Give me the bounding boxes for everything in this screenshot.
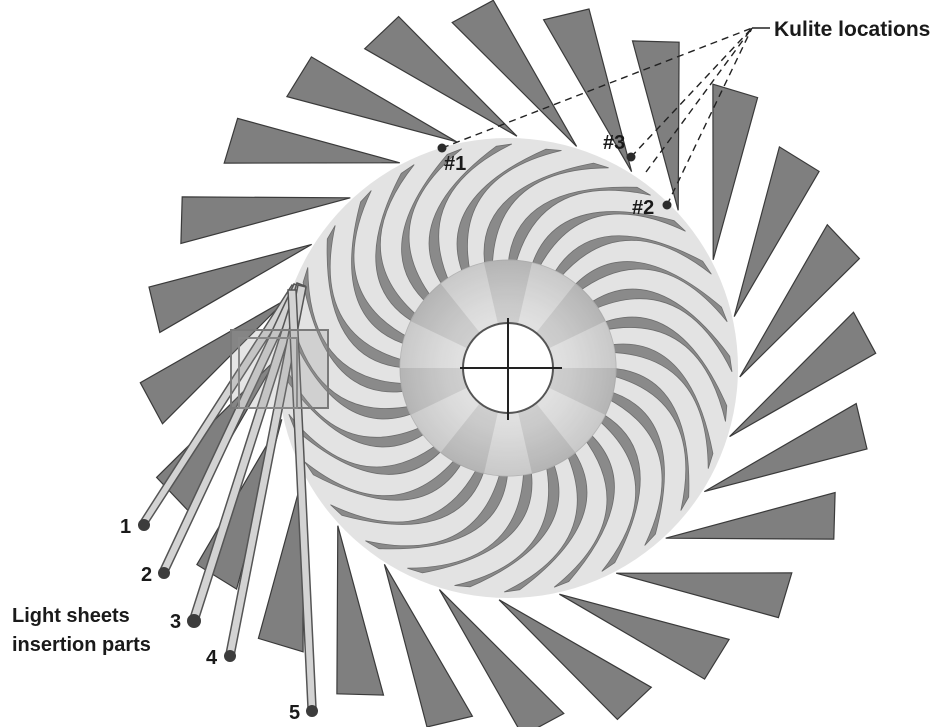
impeller-blade [604, 343, 714, 469]
kulite-leader-1 [441, 27, 753, 149]
diffuser-vane [148, 243, 313, 334]
impeller-blade [428, 143, 512, 291]
diffuser-vane [733, 145, 820, 317]
probe-marker-3 [187, 614, 201, 628]
impeller-blade [507, 186, 651, 269]
diffuser-vanes [139, 0, 877, 727]
impeller-blade [529, 211, 686, 271]
probe-marker-5 [306, 705, 318, 717]
kulite-markers [437, 143, 672, 210]
impeller-blade [326, 225, 409, 369]
impeller-blade [504, 445, 588, 593]
diffuser-vane [559, 593, 731, 680]
hub-sector [484, 368, 532, 477]
diffuser-vane [616, 572, 793, 619]
kulite-leader-3 [630, 27, 753, 158]
probe-marker-4 [224, 650, 236, 662]
light-sheets-label-line2: insertion parts [12, 634, 151, 656]
kulite-leader-2 [666, 27, 753, 206]
kulite-label-2: #2 [632, 197, 654, 219]
diffuser-vane [703, 402, 868, 493]
insertion-number-4: 4 [206, 647, 218, 669]
impeller-blade [330, 465, 487, 525]
impeller-blade [456, 148, 562, 279]
kulite-locations-label: Kulite locations [774, 18, 930, 41]
diffuser-vane [223, 117, 400, 164]
diffuser-vane [438, 589, 565, 727]
impeller-blade [407, 464, 533, 574]
impeller-blade [483, 162, 609, 272]
impeller-blade [607, 367, 690, 511]
insertion-number-1: 1 [120, 516, 131, 538]
kulite-marker-2 [662, 200, 672, 210]
diffuser-vane [383, 563, 474, 727]
diffuser-vane [665, 491, 836, 540]
insertion-number-5: 5 [289, 702, 300, 724]
impeller-blade [597, 316, 728, 422]
inspection-box-inner [238, 337, 298, 409]
impeller-blade [569, 261, 728, 323]
diffuser-vane [712, 83, 759, 260]
probe-end-markers [138, 519, 318, 717]
diffuser-vane [498, 599, 653, 721]
light-sheets-label-line1: Light sheets [12, 605, 130, 627]
impeller-blade [550, 235, 712, 280]
kulite-marker-3 [626, 152, 636, 162]
diffuser-vane [542, 8, 633, 173]
kulite-label-1: #1 [444, 153, 466, 175]
impeller-blade [375, 164, 420, 326]
diffuser-vane [285, 56, 457, 143]
diffuser-vane [729, 311, 877, 438]
impeller-blade [351, 190, 411, 347]
impeller-blades [283, 143, 733, 593]
impeller-blade [605, 389, 665, 546]
impeller-blade [302, 267, 412, 393]
impeller-blade [401, 148, 463, 307]
diffuser-vane [739, 223, 861, 378]
probe-marker-2 [158, 567, 170, 579]
impeller-blade [596, 410, 641, 572]
impeller-blade [288, 413, 447, 475]
impeller-blade [365, 467, 509, 550]
kulite-leader-2b [645, 27, 753, 173]
insertion-number-3: 3 [170, 611, 181, 633]
impeller-blade [553, 429, 615, 588]
diffuser-vane [180, 196, 351, 245]
diffuser-vane [336, 525, 385, 696]
impeller-blade [585, 288, 733, 372]
diffuser-vane [451, 0, 578, 147]
diffuser-vane [257, 476, 304, 653]
inspection-box-outer [230, 329, 329, 409]
probe-marker-1 [138, 519, 150, 531]
diffuser-vane [363, 15, 518, 137]
insertion-number-2: 2 [141, 564, 152, 586]
hub-sector [484, 259, 532, 368]
kulite-leaders [441, 27, 753, 206]
kulite-marker-1 [437, 143, 447, 153]
kulite-label-3: #3 [603, 132, 625, 154]
diffuser-vane [631, 40, 680, 211]
impeller-blade [454, 457, 560, 588]
